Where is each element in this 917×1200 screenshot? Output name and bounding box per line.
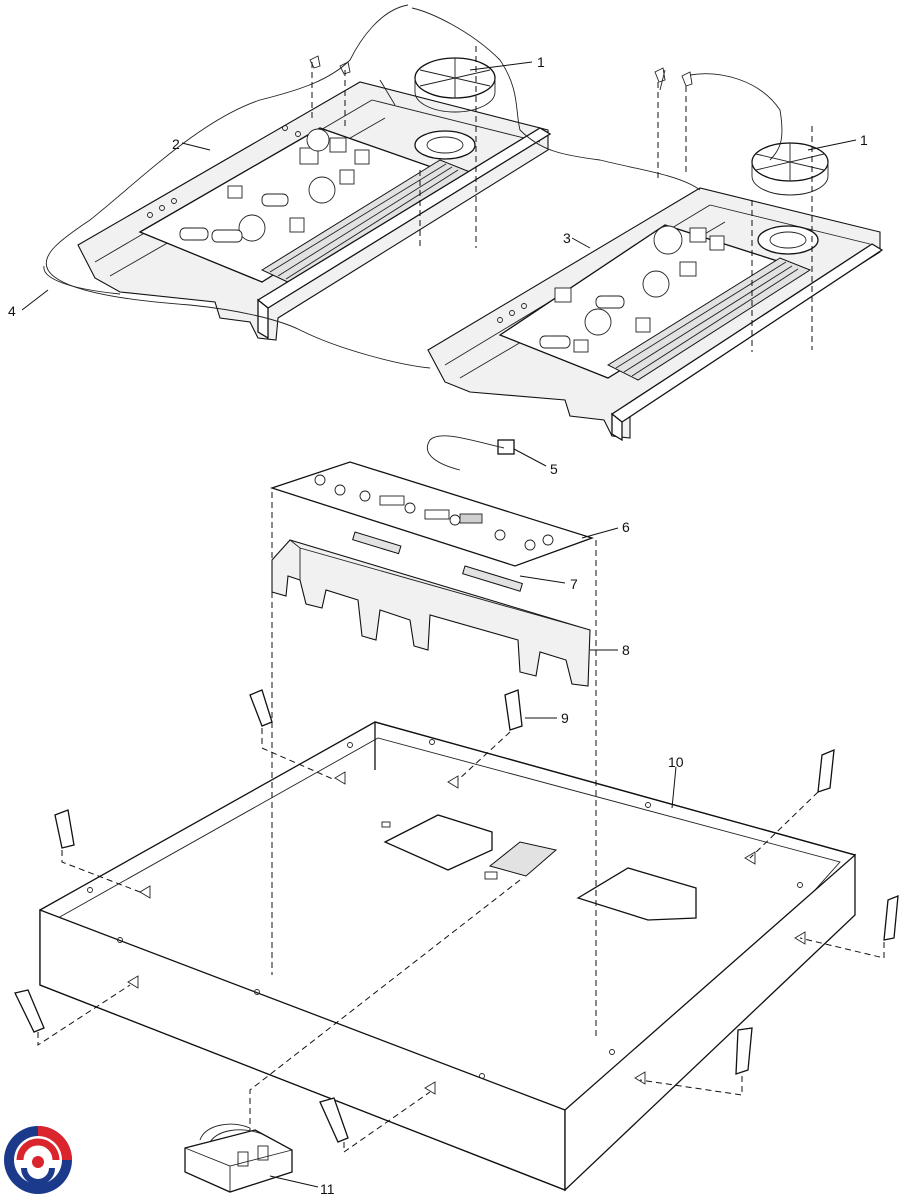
callout-8: 8 <box>622 642 630 658</box>
callout-1a: 1 <box>537 54 545 70</box>
callout-9: 9 <box>561 710 569 726</box>
callout-7: 7 <box>570 576 578 592</box>
callout-11: 11 <box>320 1181 335 1197</box>
leader-lines <box>21 61 857 1188</box>
callout-10: 10 <box>668 754 684 770</box>
callout-5: 5 <box>550 461 558 477</box>
callout-2: 2 <box>172 136 180 152</box>
callout-1b: 1 <box>860 132 868 148</box>
callout-3: 3 <box>563 230 571 246</box>
amplifier-module-right <box>427 67 884 455</box>
callout-4: 4 <box>8 303 16 319</box>
panel-pcb-assembly <box>269 461 595 687</box>
base-chassis <box>39 721 857 1192</box>
wiring-harness <box>43 4 783 471</box>
assembly-lines <box>37 46 885 1153</box>
base-connector-11 <box>184 1123 293 1193</box>
amplifier-module-left <box>77 55 552 341</box>
mounting-clips <box>14 689 899 1143</box>
callout-6: 6 <box>622 519 630 535</box>
brand-logo <box>4 1126 72 1194</box>
fan-icon <box>751 142 829 255</box>
fan-icon <box>414 57 496 160</box>
callout-labels: 1 1 2 3 4 5 6 7 8 9 10 11 <box>8 54 868 1197</box>
